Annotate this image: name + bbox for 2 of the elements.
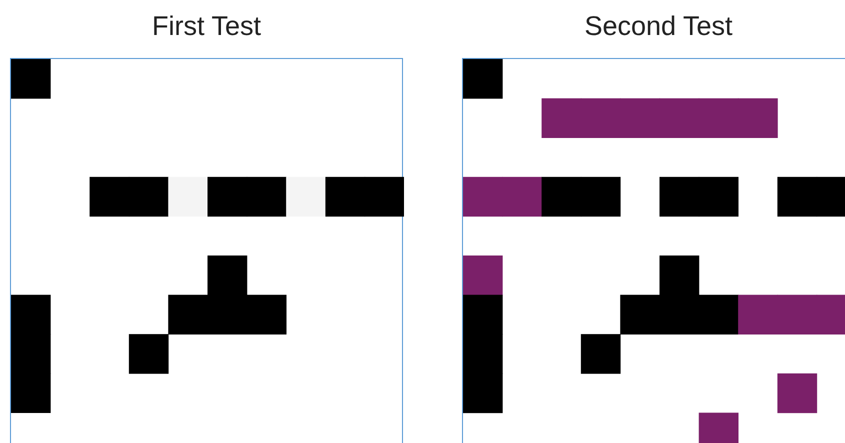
panel-title: First Test <box>150 10 262 43</box>
panel-title: Second Test <box>583 10 734 43</box>
